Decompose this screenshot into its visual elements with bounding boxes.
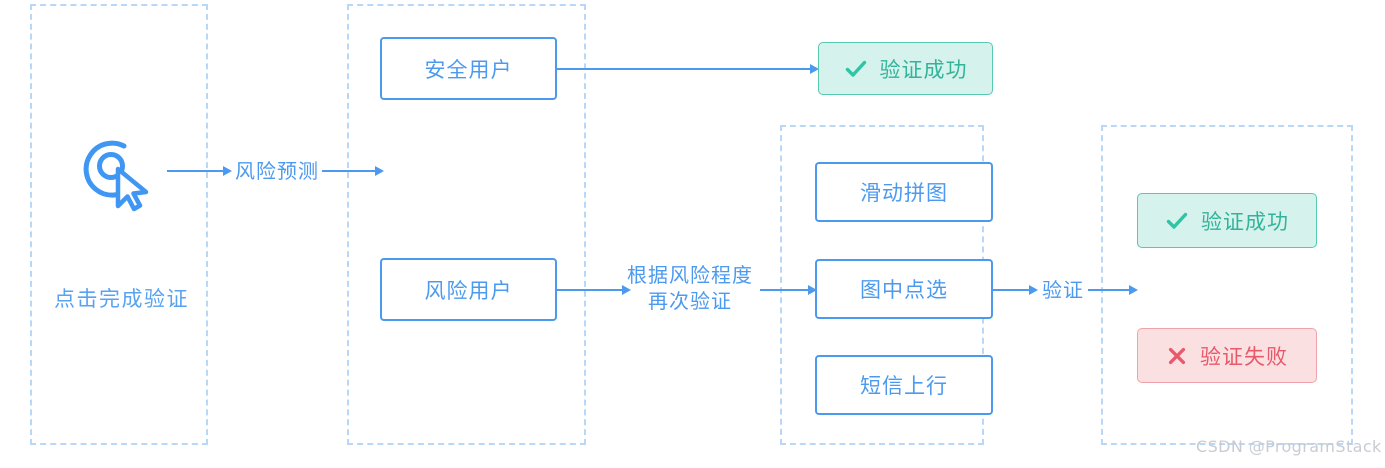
- watermark-text: CSDN @ProgramStack: [1196, 437, 1382, 456]
- chip-final-verification-failure: 验证失败: [1137, 328, 1317, 383]
- check-icon: [1165, 209, 1189, 233]
- edge-label-risk-prediction: 风险预测: [235, 159, 319, 183]
- chip-final-verification-success: 验证成功: [1137, 193, 1317, 248]
- edge-label-verify: 验证: [1042, 278, 1084, 302]
- edge-arrow-verify-to-results: [1129, 285, 1138, 295]
- edge-arrow-entry-to-label: [223, 166, 232, 176]
- edge-arrow-label-to-panel2: [375, 166, 384, 176]
- chip-safe-verification-success: 验证成功: [818, 42, 993, 95]
- panel-entry-stage: [30, 4, 208, 445]
- node-method-slide-puzzle[interactable]: 滑动拼图: [815, 162, 993, 222]
- edge-label-reverify-line1: 根据风险程度: [627, 263, 753, 287]
- edge-line-reverify-to-methods: [760, 289, 818, 291]
- edge-label-reverify-line2: 再次验证: [648, 289, 732, 313]
- edge-line-safe-to-success: [557, 68, 813, 70]
- edge-line-verify-to-results: [1088, 289, 1134, 291]
- chip-label: 验证成功: [1201, 209, 1289, 234]
- edge-arrow-risk-to-reverify: [622, 285, 631, 295]
- panel-risk-classification-stage: [347, 4, 586, 445]
- check-icon: [844, 57, 868, 81]
- chip-label: 验证成功: [879, 57, 968, 82]
- node-method-image-click[interactable]: 图中点选: [815, 259, 993, 319]
- edge-label-reverify: 根据风险程度 再次验证: [620, 262, 760, 314]
- chip-label: 验证失败: [1200, 344, 1288, 369]
- edge-line-risk-to-reverify: [557, 289, 627, 291]
- panel-verification-result-stage: [1101, 125, 1353, 445]
- node-method-sms-uplink[interactable]: 短信上行: [815, 355, 993, 415]
- click-target-cursor-icon: [78, 133, 158, 213]
- edge-arrow-safe-to-success: [810, 64, 819, 74]
- edge-arrow-reverify-to-methods: [808, 285, 817, 295]
- edge-line-entry-to-label: [167, 170, 225, 172]
- cross-icon: [1166, 345, 1188, 367]
- edge-line-methods-to-verify: [993, 289, 1033, 291]
- node-risk-user[interactable]: 风险用户: [380, 258, 557, 321]
- entry-caption: 点击完成验证: [54, 287, 189, 311]
- node-safe-user[interactable]: 安全用户: [380, 37, 557, 100]
- edge-arrow-methods-to-verify: [1029, 285, 1038, 295]
- edge-line-label-to-panel2: [322, 170, 380, 172]
